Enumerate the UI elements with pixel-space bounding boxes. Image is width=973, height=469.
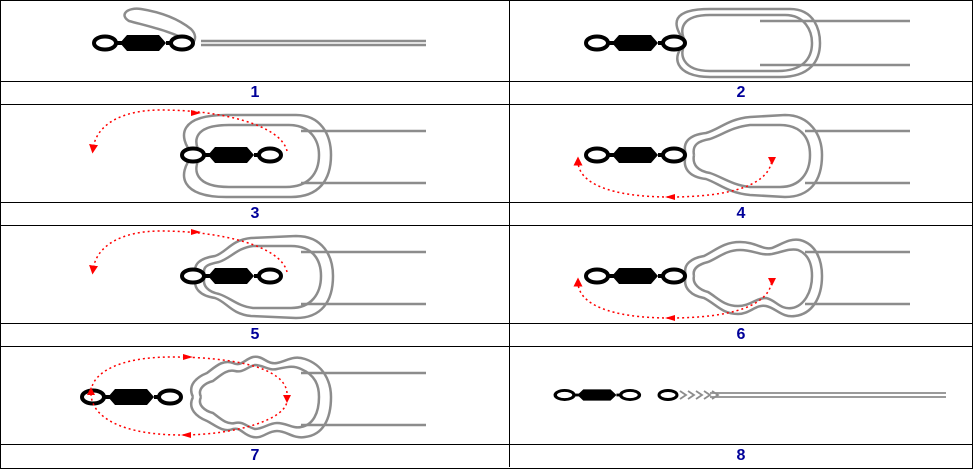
- step-3-image: [1, 105, 509, 202]
- step-1-swivel: [92, 33, 195, 53]
- step-6-swivel: [584, 266, 687, 286]
- step-3-swivel: [180, 145, 283, 165]
- step-7-label: 7: [250, 447, 260, 464]
- step-7-swivel: [80, 387, 183, 407]
- step-8-label: 8: [736, 447, 746, 464]
- step-6-image: [510, 226, 972, 323]
- step-2-image: [510, 1, 972, 81]
- step-2-swivel: [584, 33, 687, 53]
- step-7-arrow: [90, 356, 288, 436]
- step-4-image: [510, 105, 972, 202]
- step-1-image: [1, 1, 509, 81]
- step-8-swivel: [553, 387, 642, 403]
- step-1-label: 1: [250, 84, 260, 101]
- step-3-label: 3: [250, 205, 260, 222]
- step-7-image: [1, 347, 509, 444]
- step-2-label: 2: [736, 84, 746, 101]
- step-4-label: 4: [736, 205, 746, 222]
- step-5-arrow: [89, 230, 288, 275]
- step-8-image: [510, 347, 972, 444]
- step-5-label: 5: [250, 326, 260, 343]
- step-5-image: [1, 226, 509, 323]
- step-3-arrow: [89, 109, 288, 154]
- step-4-swivel: [584, 145, 687, 165]
- step-5-swivel: [180, 266, 283, 286]
- step-6-label: 6: [736, 326, 746, 343]
